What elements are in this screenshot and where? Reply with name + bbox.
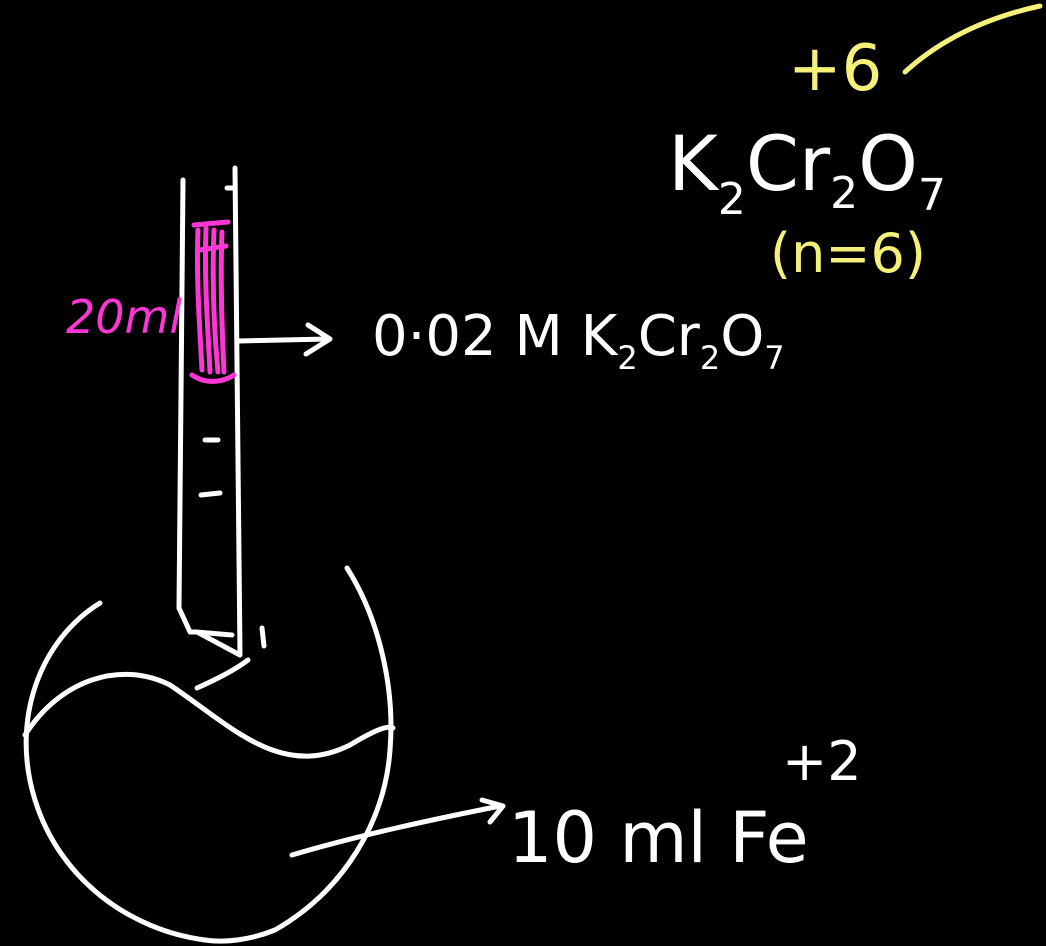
titrant-k-sub: 2 <box>617 339 637 377</box>
burette-volume-label: 20ml <box>66 290 182 344</box>
oxidation-state-pointer <box>902 3 1043 75</box>
formula-k-sub: 2 <box>718 174 746 225</box>
flask <box>22 565 396 944</box>
flask-solution-label: 10 ml Fe <box>508 797 809 879</box>
formula-cr: Cr <box>746 119 831 208</box>
formula-cr-sub: 2 <box>830 168 858 219</box>
titrant-cr-sub: 2 <box>700 339 720 377</box>
titrant-prefix: 0·02 M <box>372 304 581 369</box>
n-factor-label: (n=6) <box>770 222 926 285</box>
flask-neck-edge <box>194 657 251 691</box>
burette-label-arrow <box>235 322 333 357</box>
flask-right-arc <box>202 565 394 944</box>
flask-left-arc <box>23 600 208 943</box>
burette <box>176 165 267 658</box>
titrant-cr: Cr <box>638 304 701 369</box>
formula-o-sub: 7 <box>918 170 946 221</box>
titrant-k: K <box>581 304 619 369</box>
burette-left-wall <box>176 177 186 611</box>
formula-label: K2Cr2O7 <box>668 119 946 225</box>
flask-label-arrow <box>289 797 506 858</box>
burette-right-wall <box>232 165 243 658</box>
burette-liquid-highlight <box>189 219 237 384</box>
formula-o: O <box>858 119 918 208</box>
formula-k: K <box>668 119 720 208</box>
burette-tick-3 <box>198 490 223 498</box>
flask-charge-label: +2 <box>782 730 862 793</box>
oxidation-state-label: +6 <box>788 32 882 106</box>
burette-drop-mark <box>259 625 267 649</box>
titrant-o-sub: 7 <box>764 339 784 377</box>
titrant-o: O <box>720 304 764 369</box>
burette-stopcock-mark <box>193 629 235 638</box>
flask-liquid-surface <box>22 671 396 759</box>
titrant-label: 0·02 M K2Cr2O7 <box>372 304 785 377</box>
